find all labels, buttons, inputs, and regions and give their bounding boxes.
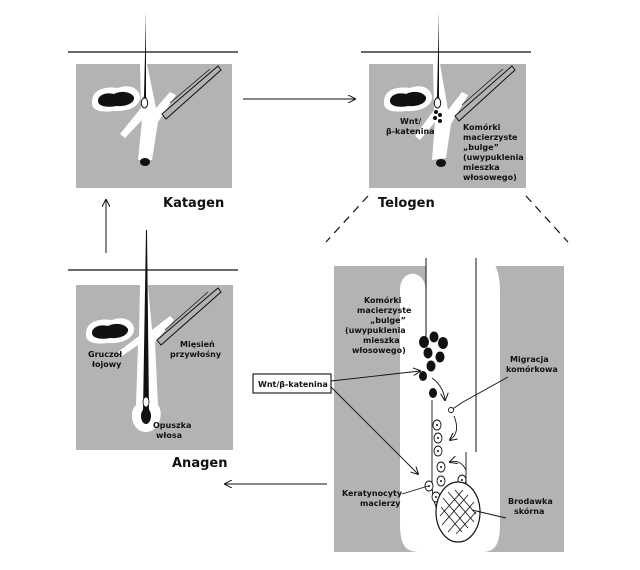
muscle-label: Mięsień przywłośny	[170, 340, 222, 359]
zoom-line-left	[325, 195, 369, 243]
detail-panel: Komórki macierzyste „bulge” (uwypuklenia…	[334, 258, 564, 552]
stage-label-telogen: Telogen	[378, 196, 435, 211]
migration-arrow-1	[431, 377, 445, 400]
migration-leader	[450, 376, 509, 411]
stage-label-anagen: Anagen	[172, 456, 227, 471]
anagen-hair-shaft	[143, 230, 149, 412]
anagen-bulb	[141, 408, 151, 424]
detail-migrating-cells	[424, 419, 467, 503]
telogen-hair-shaft	[435, 12, 440, 102]
telogen-bulge-label: Komórki macierzyste „bulge” (uwypuklenia…	[463, 122, 527, 182]
keratinocytes-label: Keratynocyty macierzy	[342, 489, 405, 508]
anagen-gland	[92, 323, 129, 339]
telogen-panel: Wnt/ β-katenina Komórki macierzyste „bul…	[361, 12, 531, 211]
telogen-bulb	[436, 159, 446, 167]
telogen-stem-cells	[433, 110, 442, 123]
katagen-bulb	[140, 158, 150, 166]
migration-label: Migracja komórkowa	[506, 355, 558, 374]
katagen-gland	[98, 91, 135, 107]
dermal-papilla	[435, 481, 481, 543]
anagen-muscle	[156, 287, 222, 346]
telogen-gland	[390, 91, 427, 107]
anagen-panel: Gruczoł łojowy Mięsień przywłośny Opuszk…	[68, 230, 238, 471]
gland-label: Gruczoł łojowy	[88, 350, 125, 369]
detail-bulge-label: Komórki macierzyste „bulge” (uwypuklenia…	[345, 295, 414, 355]
detail-follicle	[400, 258, 500, 552]
detail-bulge-cells	[419, 331, 448, 398]
telogen-wnt-label: Wnt/ β-katenina	[386, 117, 435, 136]
katagen-follicle	[120, 64, 176, 160]
katagen-muscle	[161, 65, 222, 120]
migration-arrow-3	[450, 461, 467, 471]
papilla-leader	[471, 509, 507, 519]
wnt-arrow-lower	[330, 386, 418, 474]
migration-arrow-2	[450, 415, 457, 440]
katagen-hair-shaft	[142, 12, 147, 102]
bulb-label: Opuszka włosa	[153, 421, 194, 440]
katagen-panel: Katagen	[68, 12, 238, 211]
wnt-box	[252, 373, 332, 394]
wnt-arrow-upper	[330, 371, 420, 382]
stage-label-katagen: Katagen	[163, 196, 224, 211]
telogen-muscle	[454, 65, 516, 122]
keratinocytes-leader	[401, 485, 429, 495]
wnt-box-label: Wnt/β-katenina	[258, 380, 328, 389]
papilla-label: Brodawka skórna	[508, 497, 556, 516]
zoom-line-right	[525, 195, 569, 243]
telogen-follicle	[415, 64, 468, 160]
